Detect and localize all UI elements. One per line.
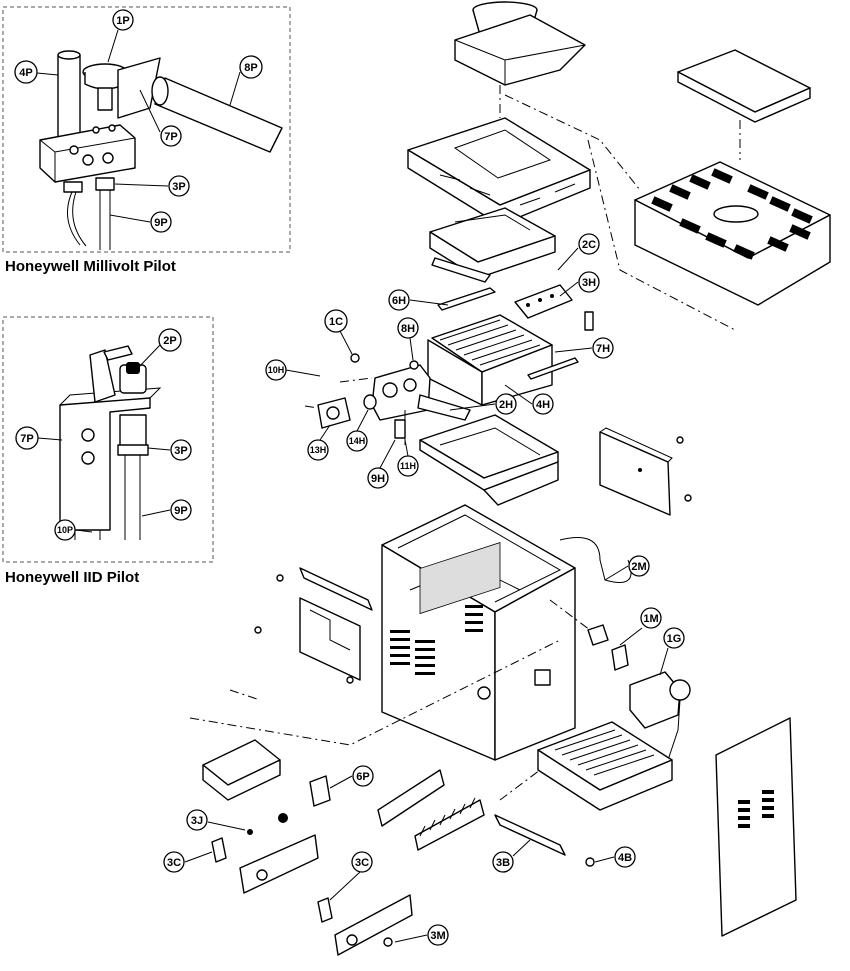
svg-text:8H: 8H <box>401 323 415 335</box>
callout-3p-a: 3P <box>114 175 190 197</box>
svg-text:7H: 7H <box>596 343 610 355</box>
callout-7h: 7H <box>554 337 614 359</box>
svg-text:3P: 3P <box>172 181 185 193</box>
callout-3h: 3H <box>559 271 600 297</box>
callout-2h: 2H <box>449 393 517 415</box>
flue-hood <box>407 117 591 226</box>
cabinet <box>381 504 576 761</box>
callouts: 1P 4P 8P 7P 3P 9P 2P 7P 3P 9P <box>14 9 685 946</box>
left-side-panel <box>254 567 373 684</box>
callout-4b: 4B <box>594 846 636 868</box>
svg-text:11H: 11H <box>400 461 416 471</box>
assembly-guides <box>189 85 741 801</box>
callout-9h: 9H <box>367 439 396 489</box>
burner-tray <box>419 414 559 506</box>
svg-text:2P: 2P <box>163 335 176 347</box>
callout-8p: 8P <box>229 55 263 106</box>
flue-collector <box>429 207 556 283</box>
heat-exchanger <box>427 284 594 406</box>
svg-text:3H: 3H <box>582 277 596 289</box>
svg-text:14H: 14H <box>349 436 366 446</box>
svg-text:10H: 10H <box>268 365 285 375</box>
callout-4p: 4P <box>14 60 59 84</box>
callout-9p-b: 9P <box>141 499 192 521</box>
callout-7p-b: 7P <box>15 426 63 450</box>
callout-4h: 4H <box>504 384 554 415</box>
svg-text:2H: 2H <box>499 399 513 411</box>
millivolt-pilot-inset <box>2 6 291 253</box>
callout-1p: 1P <box>107 9 134 63</box>
svg-text:3B: 3B <box>496 857 510 869</box>
svg-text:3P: 3P <box>174 445 187 457</box>
callout-10p: 10P <box>54 519 93 541</box>
svg-text:13H: 13H <box>310 445 327 455</box>
callout-3p-b: 3P <box>147 439 192 461</box>
callout-2c: 2C <box>557 233 600 271</box>
svg-text:3J: 3J <box>191 815 203 827</box>
jacket-top <box>634 161 831 306</box>
iid-pilot-inset <box>2 316 214 563</box>
svg-text:6P: 6P <box>356 771 369 783</box>
callout-3c-b: 3C <box>329 851 373 901</box>
callout-3m: 3M <box>394 924 449 946</box>
flue-collar <box>454 1 586 86</box>
top-cover <box>677 49 811 123</box>
svg-text:3M: 3M <box>430 930 445 942</box>
callout-3c-a: 3C <box>163 851 213 873</box>
svg-text:7P: 7P <box>164 131 177 143</box>
iid-pilot-caption: Honeywell IID Pilot <box>5 569 140 586</box>
svg-text:2C: 2C <box>582 239 596 251</box>
callout-6h: 6H <box>388 289 449 311</box>
svg-text:10P: 10P <box>57 525 73 535</box>
callout-6p: 6P <box>329 765 374 789</box>
gas-valve <box>559 537 691 761</box>
burner-base <box>537 721 673 811</box>
callout-10h: 10H <box>265 359 321 381</box>
callout-13h: 13H <box>307 424 331 461</box>
callout-7p-a: 7P <box>139 89 182 147</box>
callout-3j: 3J <box>186 809 246 831</box>
callout-1g: 1G <box>659 627 685 676</box>
callout-8h: 8H <box>397 317 419 361</box>
svg-text:2M: 2M <box>631 561 646 573</box>
front-rails <box>377 769 595 867</box>
callout-9p-a: 9P <box>109 211 172 233</box>
svg-text:9H: 9H <box>371 473 385 485</box>
inlet-outlet-header <box>317 353 471 445</box>
callout-2m: 2M <box>604 555 650 581</box>
callout-3b: 3B <box>492 839 531 873</box>
svg-text:7P: 7P <box>20 433 33 445</box>
svg-text:1C: 1C <box>329 316 343 328</box>
callout-2p: 2P <box>137 328 182 369</box>
svg-text:4P: 4P <box>19 67 32 79</box>
callout-14h: 14H <box>346 409 369 452</box>
svg-text:4B: 4B <box>618 852 632 864</box>
svg-text:3C: 3C <box>167 857 181 869</box>
svg-text:4H: 4H <box>536 399 550 411</box>
svg-text:1M: 1M <box>643 613 658 625</box>
control-panel <box>202 739 413 956</box>
callout-11h: 11H <box>397 439 419 477</box>
svg-text:6H: 6H <box>392 295 406 307</box>
front-door <box>715 717 797 937</box>
svg-text:1P: 1P <box>116 15 129 27</box>
millivolt-pilot-caption: Honeywell Millivolt Pilot <box>5 258 176 275</box>
svg-text:9P: 9P <box>174 505 187 517</box>
svg-text:9P: 9P <box>154 217 167 229</box>
rear-panel <box>599 427 692 516</box>
callout-1m: 1M <box>619 607 662 646</box>
svg-text:1G: 1G <box>667 633 682 645</box>
callout-1c: 1C <box>324 309 353 355</box>
svg-text:8P: 8P <box>244 62 257 74</box>
svg-text:3C: 3C <box>355 857 369 869</box>
